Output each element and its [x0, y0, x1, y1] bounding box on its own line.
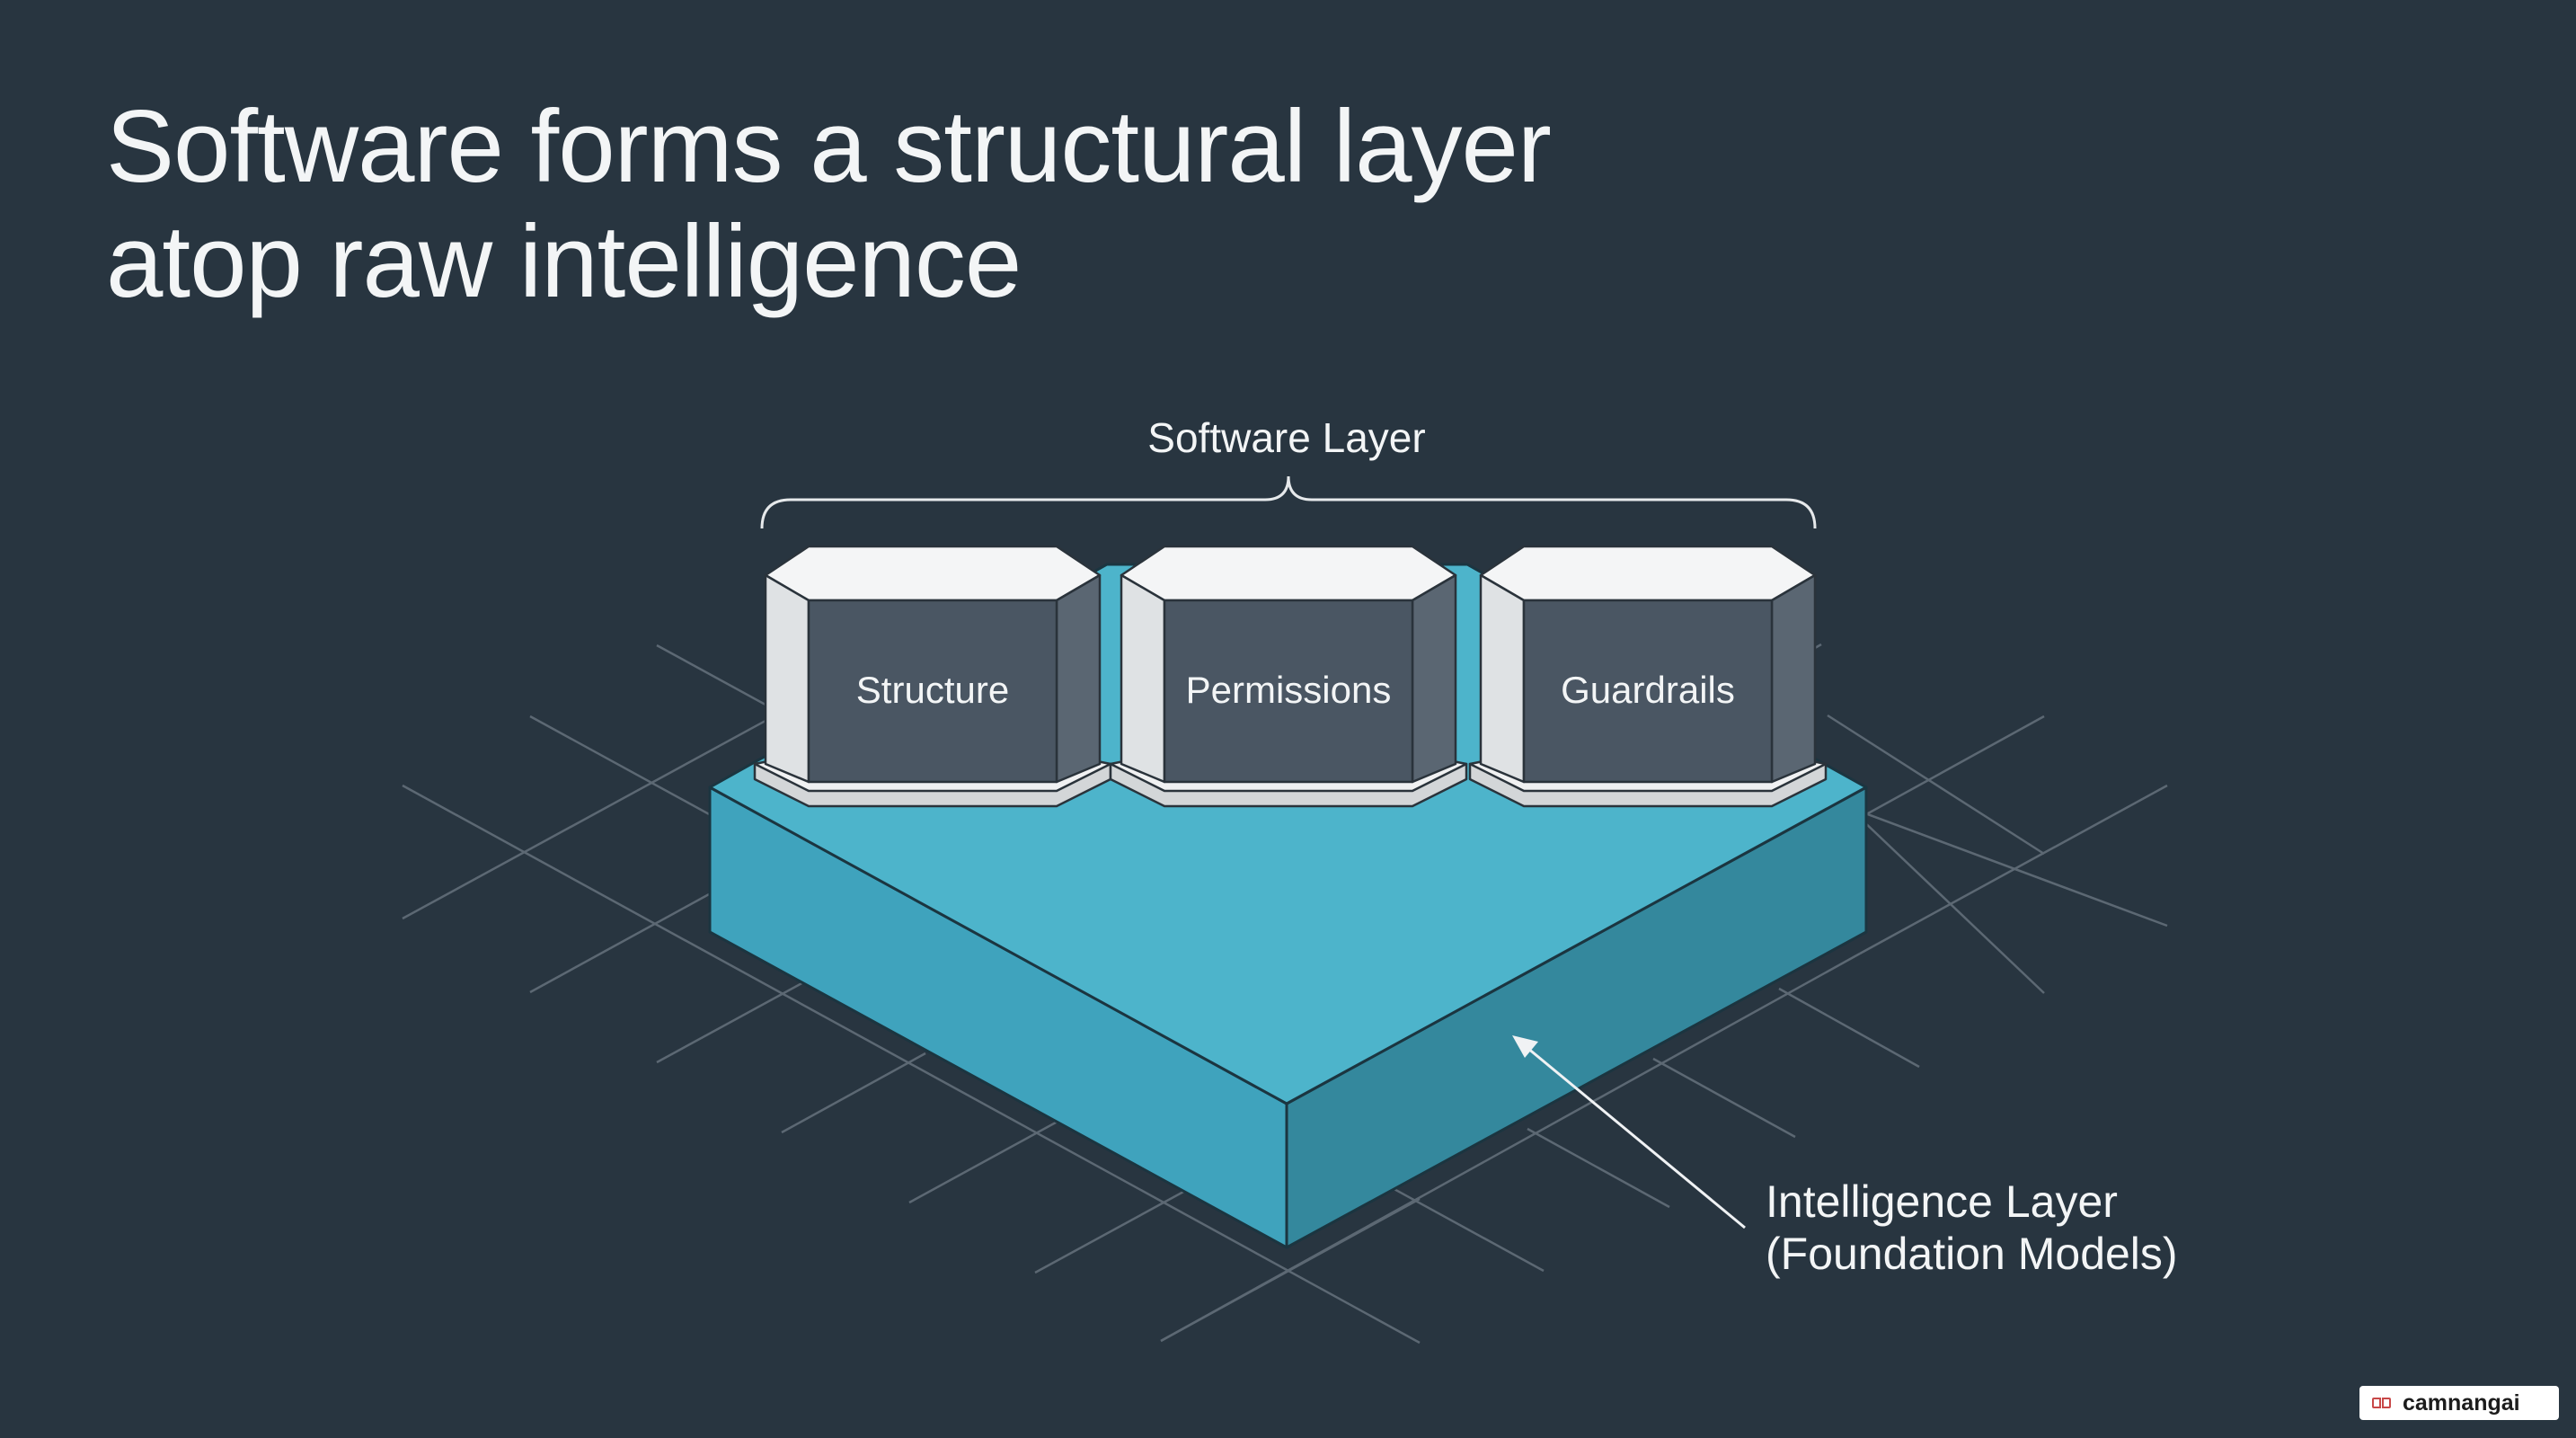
slide-title: Software forms a structural layer atop r… — [106, 90, 1903, 320]
block-label-structure: Structure — [856, 669, 1009, 711]
intelligence-arrow — [1512, 1035, 1746, 1229]
watermark-badge: camnangai — [2359, 1386, 2559, 1420]
block-structure — [753, 545, 1112, 808]
software-layer-brace — [760, 475, 1817, 529]
title-line-1: Software forms a structural layer — [106, 90, 1552, 204]
block-permissions — [1109, 545, 1468, 808]
software-layer-label: Software Layer — [1147, 414, 1425, 461]
intelligence-label-line-2: (Foundation Models) — [1766, 1229, 2178, 1279]
block-label-permissions: Permissions — [1186, 669, 1392, 711]
block-label-guardrails: Guardrails — [1561, 669, 1735, 711]
intelligence-label-line-1: Intelligence Layer — [1766, 1176, 2118, 1227]
watermark-text: camnangai — [2403, 1389, 2520, 1416]
block-guardrails — [1468, 545, 1828, 808]
software-blocks — [753, 545, 1828, 808]
title-line-2: atop raw intelligence — [106, 205, 1022, 319]
book-icon — [2372, 1396, 2394, 1410]
